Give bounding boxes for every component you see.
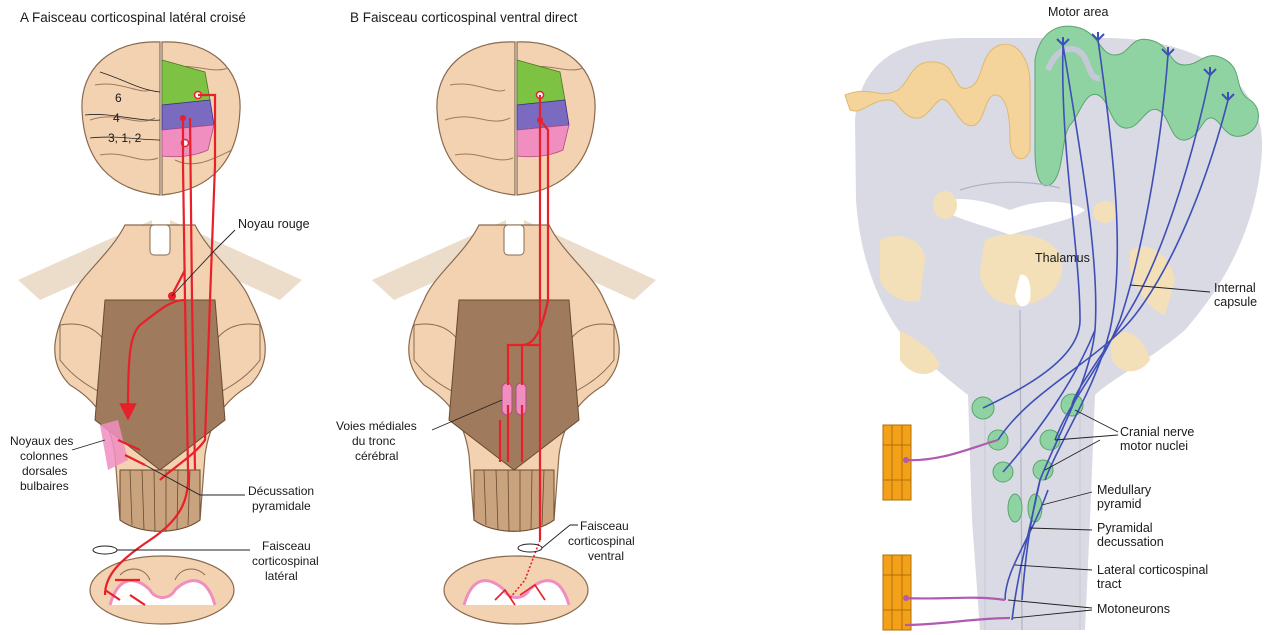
faisceau-lateral-label-3: latéral [265, 569, 298, 583]
noyaux-label-3: dorsales [22, 464, 67, 478]
noyaux-label-4: bulbaires [20, 479, 69, 493]
voies-label-1: Voies médiales [336, 419, 417, 433]
noyau-rouge-label: Noyau rouge [238, 217, 310, 231]
lateral-corticospinal-label-1: Lateral corticospinal [1097, 563, 1208, 577]
pyramidal-decussation-label-2: decussation [1097, 535, 1164, 549]
panel-c: Motor area Thalamus Internal capsule Cra… [845, 5, 1262, 630]
panel-b: B Faisceau corticospinal ventral direct [336, 10, 656, 624]
area312-label: 3, 1, 2 [108, 131, 142, 145]
faisceau-ventral-label-3: ventral [588, 549, 624, 563]
noyaux-label-1: Noyaux des [10, 434, 73, 448]
decussation-label-1: Décussation [248, 484, 314, 498]
panel-a-title: A Faisceau corticospinal latéral croisé [20, 10, 246, 25]
cranial-nerve-label-2: motor nuclei [1120, 439, 1188, 453]
medullary-pyramid-label-2: pyramid [1097, 497, 1142, 511]
faisceau-lateral-label-2: corticospinal [252, 554, 319, 568]
faisceau-lateral-label-1: Faisceau [262, 539, 311, 553]
faisceau-ventral-label-1: Faisceau [580, 519, 629, 533]
lateral-corticospinal-label-2: tract [1097, 577, 1122, 591]
motor-area-label: Motor area [1048, 5, 1108, 19]
panel-b-title: B Faisceau corticospinal ventral direct [350, 10, 578, 25]
voies-label-2: du tronc [352, 434, 395, 448]
cranial-nerve-label-1: Cranial nerve [1120, 425, 1194, 439]
pyramidal-decussation-label-1: Pyramidal [1097, 521, 1153, 535]
motoneurons-label: Motoneurons [1097, 602, 1170, 616]
faisceau-ventral-label-2: corticospinal [568, 534, 635, 548]
panel-b-brain [437, 42, 595, 195]
internal-capsule-label-2: capsule [1214, 295, 1257, 309]
muscle-lower [883, 555, 911, 630]
panel-a: A Faisceau corticospinal latéral croisé … [10, 10, 319, 624]
panel-a-brain: 6 4 3, 1, 2 [82, 42, 240, 195]
area4-label: 4 [113, 111, 120, 125]
medullary-pyramid-label-1: Medullary [1097, 483, 1152, 497]
thalamus-label: Thalamus [1035, 251, 1090, 265]
decussation-label-2: pyramidale [252, 499, 311, 513]
internal-capsule-label-1: Internal [1214, 281, 1256, 295]
panel-b-brainstem [372, 220, 656, 532]
area6-label: 6 [115, 91, 122, 105]
voies-label-3: cérébral [355, 449, 398, 463]
noyaux-label-2: colonnes [20, 449, 68, 463]
panel-a-spinal-cord [90, 556, 234, 624]
